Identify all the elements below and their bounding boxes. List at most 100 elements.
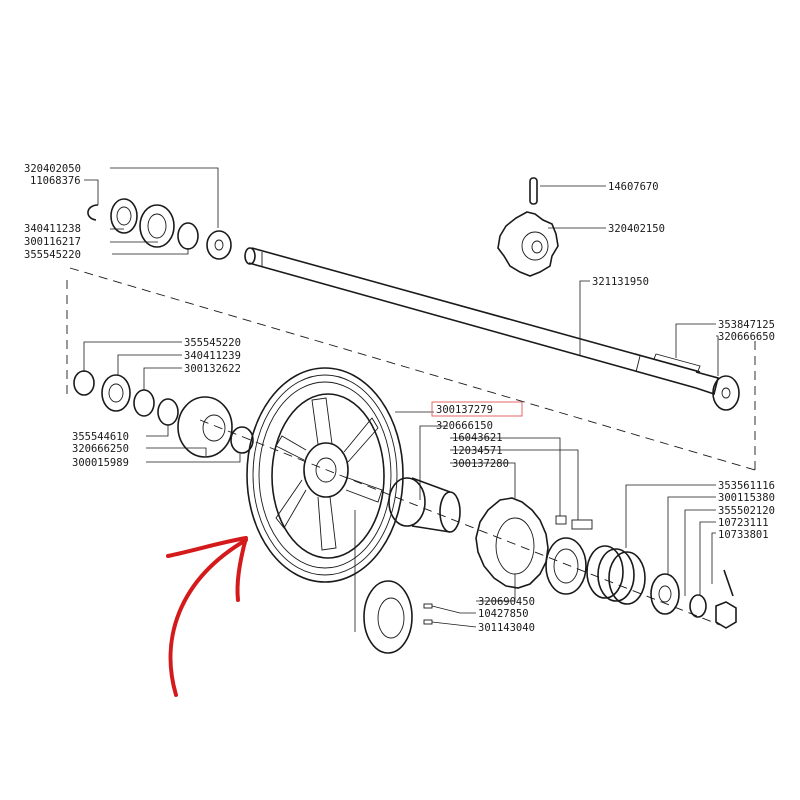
label-12034571: 12034571 [452, 445, 503, 457]
spring-2 [597, 548, 635, 602]
end-washer [712, 375, 740, 411]
pulley-hub [303, 442, 349, 498]
shaft-end-left [244, 247, 256, 265]
large-sprocket-hub [495, 517, 535, 575]
highlight-box [431, 401, 523, 417]
bottom-flange-group [363, 580, 433, 654]
label-353561116: 353561116 [718, 480, 775, 492]
label-321131950: 321131950 [592, 276, 649, 288]
main-shaft [244, 247, 719, 396]
washer-3 [157, 398, 179, 426]
clutch-disc-inner [553, 548, 579, 584]
label-355502120: 355502120 [718, 505, 775, 517]
spacer-ring-bore [147, 213, 167, 239]
label-320402150: 320402150 [608, 223, 665, 235]
small-sprocket [497, 211, 559, 277]
pin-part [529, 177, 538, 205]
label-353847125: 353847125 [718, 319, 775, 331]
label-10723111: 10723111 [718, 517, 769, 529]
arrow-shaft [168, 538, 248, 697]
top-left-bearing-group [87, 198, 232, 260]
label-300015989: 300015989 [72, 457, 129, 469]
small-bolt [571, 519, 593, 530]
bearing-2 [101, 374, 131, 412]
large-sprocket [475, 497, 549, 589]
label-300137280: 300137280 [452, 458, 509, 470]
flat-washer-hole [214, 239, 224, 251]
thin-washer [177, 222, 199, 250]
label-355544610: 355544610 [72, 431, 129, 443]
set-screw [555, 515, 567, 525]
arrow-head [166, 536, 248, 602]
bearing-inner [116, 206, 132, 226]
small-rivet [423, 619, 433, 625]
castle-nut [715, 601, 737, 629]
label-355545220-top: 355545220 [24, 249, 81, 261]
leader-lines [83, 167, 719, 632]
label-10733801: 10733801 [718, 529, 769, 541]
label-300132622: 300132622 [184, 363, 241, 375]
right-end-group [712, 375, 740, 411]
large-pulley [246, 367, 404, 583]
shaft-body [248, 247, 701, 389]
red-arrow-annotation [166, 536, 248, 697]
shaft-key [653, 353, 701, 372]
label-14607670: 14607670 [608, 181, 659, 193]
cotter-pin [723, 569, 734, 597]
spring-3 [608, 551, 646, 605]
pulley-rim-inner [271, 393, 385, 559]
pulley-bore [315, 457, 337, 483]
large-sprocket-group [475, 497, 593, 589]
circlip-part [87, 204, 99, 221]
small-screw [423, 603, 433, 609]
flat-washer [206, 230, 232, 260]
drive-hub-shaft [411, 477, 451, 533]
ring-spacer [230, 426, 254, 454]
pulley-spokes [275, 397, 383, 551]
label-11068376: 11068376 [30, 175, 81, 187]
label-320666150: 320666150 [436, 420, 493, 432]
drive-hub [388, 477, 461, 533]
small-washer [689, 594, 707, 618]
end-washer-hole [721, 387, 731, 399]
lock-washer [650, 573, 680, 615]
shaft-steps [261, 252, 641, 373]
hub-flange [177, 396, 233, 458]
lower-axis-guide [199, 419, 721, 626]
drive-hub-flange [388, 477, 426, 527]
label-301143040: 301143040 [478, 622, 535, 634]
label-340411239: 340411239 [184, 350, 241, 362]
flange-plate [363, 580, 413, 654]
bearing-2-bore [108, 383, 124, 403]
part-labels: 320402050 11068376 340411238 300116217 3… [24, 163, 775, 634]
label-300116217: 300116217 [24, 236, 81, 248]
shaft-end-right [695, 371, 719, 396]
hub-flange-boss [202, 414, 226, 442]
small-sprocket-hub [521, 231, 549, 261]
label-10427850: 10427850 [478, 608, 529, 620]
assembly-guide-lines [66, 267, 756, 626]
label-16043621: 16043621 [452, 432, 503, 444]
clutch-spring-stack [545, 537, 737, 629]
spring-1 [586, 545, 624, 599]
label-320666650: 320666650 [718, 331, 775, 343]
ring-small [73, 370, 95, 396]
label-300137279: 300137279 [436, 404, 493, 416]
pulley-groove-1 [252, 374, 398, 576]
upper-axis-guide [69, 267, 756, 471]
label-320402050: 320402050 [24, 163, 81, 175]
lock-washer-hole [658, 585, 672, 603]
mid-left-hub-group [73, 370, 254, 458]
clutch-disc [545, 537, 587, 595]
flange-plate-bore [377, 597, 405, 639]
washer-2 [133, 389, 155, 417]
pulley-rim-outer [246, 367, 404, 583]
pulley-groove-2 [258, 381, 392, 569]
label-320690450: 320690450 [478, 596, 535, 608]
small-sprocket-bore [531, 240, 543, 254]
spacer-ring [139, 204, 175, 248]
bearing-outer [110, 198, 138, 234]
top-sprocket-group [497, 177, 559, 277]
